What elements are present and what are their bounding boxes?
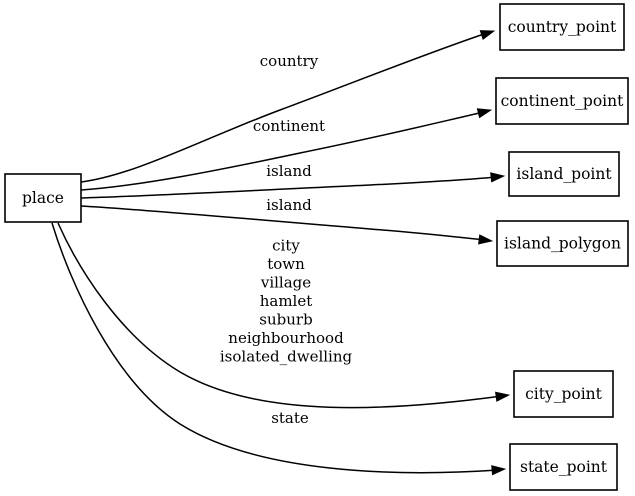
edge-place-state_point[interactable]: state	[51, 222, 507, 476]
node-box-state_point	[509, 443, 618, 491]
edge-line-city_point	[57, 222, 503, 409]
node-box-island_polygon	[496, 220, 629, 267]
edge-label-line: island	[266, 196, 312, 214]
edge-label-line: town	[267, 255, 305, 273]
edge-place-island_point[interactable]: island	[80, 162, 506, 199]
node-state_point[interactable]: state_point	[509, 443, 618, 491]
edge-label-line: country	[260, 52, 319, 70]
edge-label-state_point: state	[271, 409, 309, 427]
edge-place-country_point[interactable]: country	[80, 30, 496, 183]
arrowhead-state_point	[491, 465, 507, 476]
edge-place-continent_point[interactable]: continent	[80, 108, 493, 191]
arrowhead-city_point	[495, 391, 511, 402]
arrowhead-country_point	[479, 30, 496, 40]
edge-label-line: state	[271, 409, 309, 427]
node-label-country_point: country_point	[508, 18, 617, 36]
node-label-island_polygon: island_polygon	[504, 235, 621, 253]
node-continent_point[interactable]: continent_point	[495, 77, 629, 125]
edge-line-island_polygon	[80, 205, 486, 241]
edge-label-line: hamlet	[260, 292, 313, 310]
edge-label-island_point: island	[266, 162, 312, 180]
node-label-place: place	[22, 189, 64, 207]
edge-line-state_point	[51, 222, 499, 474]
node-label-continent_point: continent_point	[501, 92, 624, 110]
node-island_point[interactable]: island_point	[508, 151, 620, 197]
node-label-state_point: state_point	[520, 458, 608, 476]
node-place[interactable]: place	[4, 173, 82, 223]
edge-line-country_point	[80, 32, 488, 183]
edge-label-country_point: country	[260, 52, 319, 70]
edge-label-line: island	[266, 162, 312, 180]
node-city_point[interactable]: city_point	[513, 370, 614, 418]
node-label-city_point: city_point	[525, 385, 603, 403]
edge-label-continent_point: continent	[253, 117, 325, 135]
node-island_polygon[interactable]: island_polygon	[496, 220, 629, 267]
edge-line-island_point	[80, 176, 498, 199]
edge-place-island_polygon[interactable]: island	[80, 196, 494, 245]
edge-label-line: village	[260, 274, 311, 292]
node-country_point[interactable]: country_point	[499, 3, 625, 51]
arrowhead-continent_point	[476, 108, 493, 119]
arrowhead-island_point	[490, 172, 506, 183]
edge-label-line: suburb	[259, 311, 312, 329]
node-box-country_point	[499, 3, 625, 51]
arrowhead-island_polygon	[478, 234, 494, 245]
node-label-island_point: island_point	[516, 165, 612, 183]
edge-label-line: continent	[253, 117, 325, 135]
node-box-city_point	[513, 370, 614, 418]
edge-label-line: neighbourhood	[228, 329, 344, 347]
edge-label-line: isolated_dwelling	[220, 348, 353, 366]
edge-line-continent_point	[80, 111, 485, 191]
node-box-island_point	[508, 151, 620, 197]
node-box-place	[4, 173, 82, 223]
edge-label-line: city	[272, 237, 300, 255]
edge-label-island_polygon: island	[266, 196, 312, 214]
node-box-continent_point	[495, 77, 629, 125]
